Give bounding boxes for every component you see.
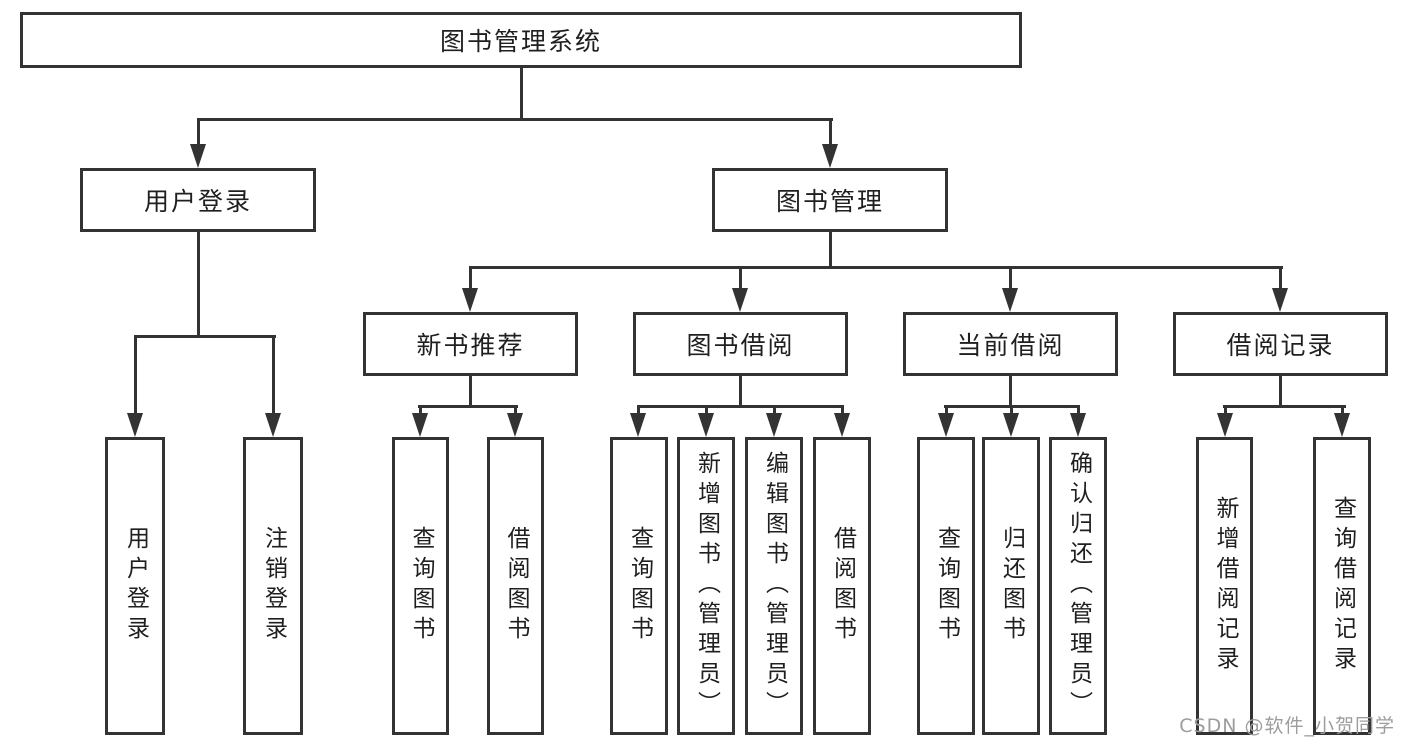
leaf-query-books-recommend-label: 查询图书	[408, 526, 434, 646]
leaf-logout-label: 注销登录	[260, 526, 287, 646]
leaf-confirm-return-admin: 确认归还（管理员）	[1049, 437, 1107, 735]
leaf-add-borrow-record-label: 新增借阅记录	[1212, 496, 1238, 676]
leaf-query-borrow-record-label: 查询借阅记录	[1329, 496, 1356, 676]
arrow-down-icon	[127, 413, 143, 437]
arrow-down-icon	[766, 413, 782, 437]
node-root-label: 图书管理系统	[439, 27, 602, 56]
arrow-down-icon	[834, 413, 850, 437]
leaf-query-books-recommend: 查询图书	[392, 437, 449, 735]
connector-line	[134, 335, 276, 338]
connector-line	[197, 118, 833, 121]
node-user-login-label: 用户登录	[143, 187, 252, 216]
connector-line	[469, 376, 472, 408]
connector-line	[1009, 376, 1012, 408]
connector-line	[773, 405, 776, 417]
leaf-user-login-label: 用户登录	[122, 526, 149, 646]
leaf-query-books-current-label: 查询图书	[933, 526, 960, 646]
connector-line	[829, 232, 832, 269]
arrow-down-icon	[1070, 413, 1086, 437]
connector-line	[1223, 405, 1346, 408]
leaf-query-books-borrow: 查询图书	[610, 437, 668, 735]
leaf-query-books-current: 查询图书	[917, 437, 975, 735]
leaf-user-login: 用户登录	[105, 437, 165, 735]
connector-line	[739, 376, 742, 408]
connector-line	[418, 405, 518, 408]
connector-line	[272, 335, 275, 415]
arrow-down-icon	[938, 413, 954, 437]
connector-line	[197, 232, 200, 338]
arrow-down-icon	[265, 413, 281, 437]
connector-line	[469, 266, 1283, 269]
connector-line	[419, 405, 422, 417]
node-book-management-label: 图书管理	[775, 187, 884, 216]
leaf-add-book-admin-label: 新增图书（管理员）	[693, 451, 720, 721]
leaf-edit-book-admin: 编辑图书（管理员）	[745, 437, 803, 735]
connector-line	[1279, 376, 1282, 408]
connector-line	[1009, 266, 1012, 292]
arrow-down-icon	[462, 288, 478, 312]
leaf-return-book-label: 归还图书	[998, 526, 1025, 646]
node-borrow-records: 借阅记录	[1173, 312, 1388, 376]
connector-line	[134, 335, 137, 415]
arrow-down-icon	[732, 288, 748, 312]
connector-line	[637, 405, 640, 417]
arrow-down-icon	[698, 413, 714, 437]
connector-line	[1224, 405, 1227, 417]
arrow-down-icon	[507, 413, 523, 437]
leaf-query-books-borrow-label: 查询图书	[626, 526, 653, 646]
leaf-add-borrow-record: 新增借阅记录	[1196, 437, 1253, 735]
connector-line	[1279, 266, 1282, 292]
connector-line	[469, 266, 472, 292]
leaf-borrow-books-label: 借阅图书	[829, 526, 856, 646]
leaf-return-book: 归还图书	[982, 437, 1040, 735]
arrow-down-icon	[1217, 413, 1233, 437]
arrow-down-icon	[822, 144, 838, 168]
connector-line	[945, 405, 948, 417]
arrow-down-icon	[190, 144, 206, 168]
node-borrow-records-label: 借阅记录	[1226, 331, 1335, 360]
connector-line	[705, 405, 708, 417]
arrow-down-icon	[1003, 413, 1019, 437]
leaf-query-borrow-record: 查询借阅记录	[1313, 437, 1371, 735]
connector-line	[1077, 405, 1080, 417]
connector-line	[197, 118, 200, 148]
connector-line	[739, 266, 742, 292]
arrow-down-icon	[1002, 288, 1018, 312]
arrow-down-icon	[1272, 288, 1288, 312]
connector-line	[520, 68, 523, 120]
node-book-borrow: 图书借阅	[633, 312, 848, 376]
node-book-borrow-label: 图书借阅	[686, 331, 795, 360]
node-root: 图书管理系统	[20, 12, 1022, 68]
leaf-logout: 注销登录	[243, 437, 303, 735]
leaf-edit-book-admin-label: 编辑图书（管理员）	[761, 451, 788, 721]
connector-line	[841, 405, 844, 417]
connector-line	[829, 118, 832, 148]
leaf-add-book-admin: 新增图书（管理员）	[677, 437, 735, 735]
node-new-book-recommend-label: 新书推荐	[416, 331, 525, 360]
arrow-down-icon	[1334, 413, 1350, 437]
node-current-borrow-label: 当前借阅	[956, 331, 1065, 360]
leaf-borrow-books: 借阅图书	[813, 437, 871, 735]
arrow-down-icon	[630, 413, 646, 437]
leaf-borrow-books-recommend: 借阅图书	[487, 437, 544, 735]
node-current-borrow: 当前借阅	[903, 312, 1118, 376]
connector-line	[514, 405, 517, 417]
connector-line	[1341, 405, 1344, 417]
node-user-login: 用户登录	[80, 168, 316, 232]
node-new-book-recommend: 新书推荐	[363, 312, 578, 376]
node-book-management: 图书管理	[712, 168, 948, 232]
leaf-confirm-return-admin-label: 确认归还（管理员）	[1065, 451, 1092, 721]
leaf-borrow-books-recommend-label: 借阅图书	[503, 526, 529, 646]
csdn-watermark: CSDN @软件_小贺同学	[1179, 715, 1395, 737]
connector-line	[1010, 405, 1013, 417]
connector-line	[637, 405, 844, 408]
arrow-down-icon	[412, 413, 428, 437]
